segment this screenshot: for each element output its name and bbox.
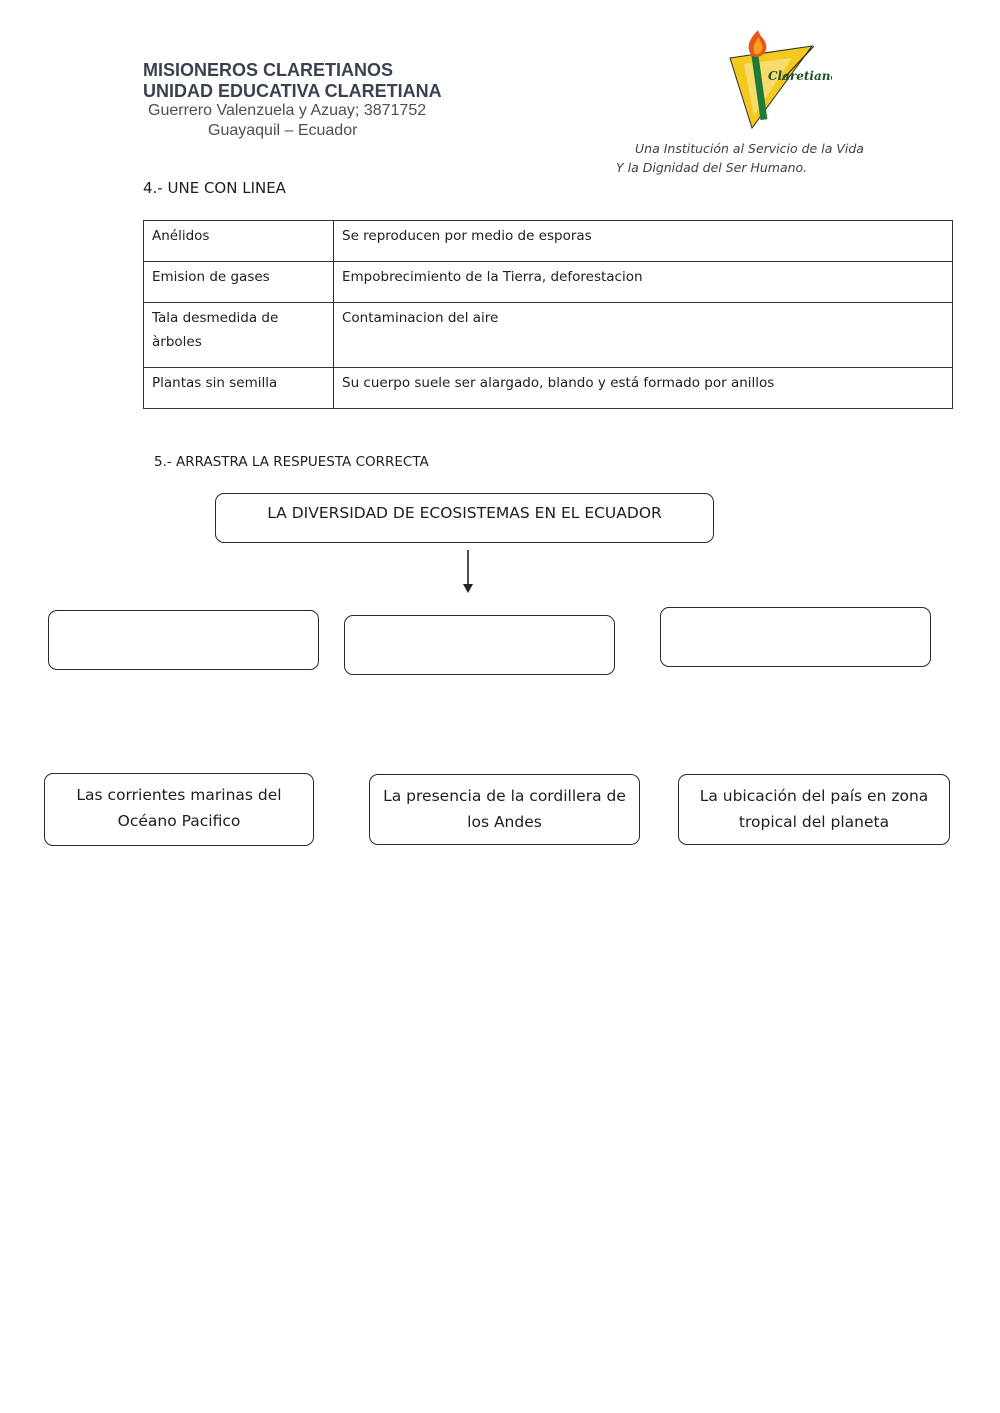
table-cell-definition[interactable]: Contaminacion del aire: [333, 302, 953, 368]
drop-zone-3[interactable]: [660, 607, 931, 667]
matching-table: Anélidos Se reproducen por medio de espo…: [143, 220, 953, 409]
table-cell-term[interactable]: Tala desmedida de àrboles: [143, 302, 334, 368]
school-city: Guayaquil – Ecuador: [208, 122, 358, 139]
answer-option-text: los Andes: [467, 813, 542, 831]
svg-text:Claretiana: Claretiana: [768, 69, 832, 83]
school-name: MISIONEROS CLARETIANOS: [143, 60, 394, 80]
table-row: Tala desmedida de àrboles Contaminacion …: [143, 302, 953, 368]
answer-option-text: La ubicación del país en zona: [699, 787, 929, 805]
concept-title-box: LA DIVERSIDAD DE ECOSISTEMAS EN EL ECUAD…: [215, 493, 714, 543]
answer-option-text: Las corrientes marinas del: [76, 786, 282, 804]
school-unit-name: UNIDAD EDUCATIVA CLARETIANA: [143, 81, 442, 101]
answer-option-text: Océano Pacifico: [117, 812, 241, 830]
table-row: Emision de gases Empobrecimiento de la T…: [143, 261, 953, 303]
drop-zone-2[interactable]: [344, 615, 615, 675]
down-arrow-icon: [463, 550, 473, 593]
table-row: Plantas sin semilla Su cuerpo suele ser …: [143, 367, 953, 409]
table-cell-term[interactable]: Anélidos: [143, 220, 334, 262]
table-cell-definition[interactable]: Empobrecimiento de la Tierra, deforestac…: [333, 261, 953, 303]
answer-option-text: La presencia de la cordillera de: [383, 787, 626, 805]
table-cell-term[interactable]: Emision de gases: [143, 261, 334, 303]
drop-zone-1[interactable]: [48, 610, 319, 670]
table-cell-term[interactable]: Plantas sin semilla: [143, 367, 334, 409]
table-cell-definition[interactable]: Su cuerpo suele ser alargado, blando y e…: [333, 367, 953, 409]
section-4-title: 4.- UNE CON LINEA: [143, 179, 286, 197]
section-5-title: 5.- ARRASTRA LA RESPUESTA CORRECTA: [154, 454, 429, 470]
answer-option-ocean-currents[interactable]: Las corrientes marinas del Océano Pacifi…: [44, 773, 314, 846]
answer-option-tropical-zone[interactable]: La ubicación del país en zona tropical d…: [678, 774, 950, 845]
school-address: Guerrero Valenzuela y Azuay; 3871752: [148, 102, 427, 119]
table-cell-definition[interactable]: Se reproducen por medio de esporas: [333, 220, 953, 262]
motto-line-2: Y la Dignidad del Ser Humano.: [616, 160, 808, 175]
table-row: Anélidos Se reproducen por medio de espo…: [143, 220, 953, 262]
answer-option-andes[interactable]: La presencia de la cordillera de los And…: [369, 774, 640, 845]
answer-option-text: tropical del planeta: [738, 813, 890, 831]
claretiana-torch-logo: Claretiana: [729, 30, 832, 130]
motto-line-1: Una Institución al Servicio de la Vida: [635, 141, 864, 156]
